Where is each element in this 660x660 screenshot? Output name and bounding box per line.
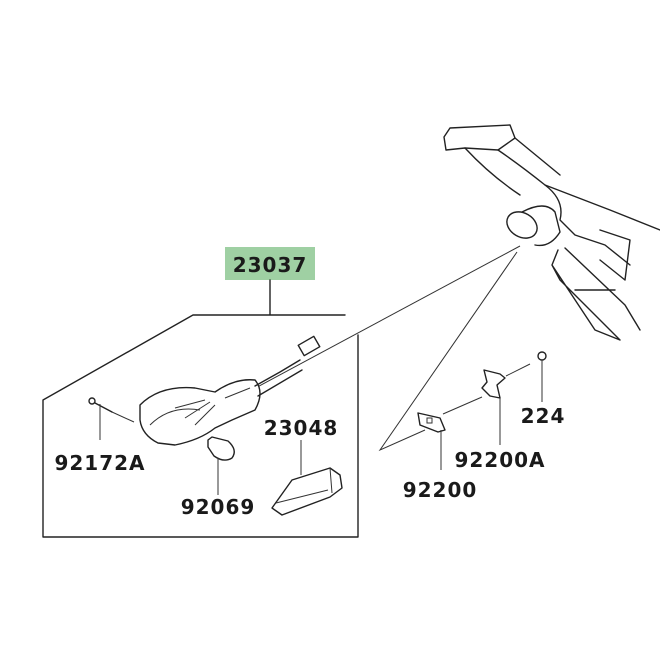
svg-text:23037: 23037 [233, 253, 308, 277]
screw-part [88, 397, 135, 440]
part-label-92172A[interactable]: 92172A [54, 451, 145, 475]
turn-signal-housing [139, 335, 321, 446]
mounting-leader [247, 245, 521, 393]
bulb-part [207, 436, 235, 495]
plate-leader [378, 251, 518, 452]
assembly-bracket [42, 279, 359, 538]
label-highlight [225, 247, 315, 280]
bolt-part [537, 351, 547, 402]
part-label-92069[interactable]: 92069 [181, 495, 256, 519]
part-label-23048[interactable]: 23048 [264, 416, 339, 440]
part-label-23037[interactable]: 23037 [225, 247, 315, 280]
plate-part [417, 396, 483, 470]
motorcycle-frame [443, 124, 660, 341]
part-label-92200A[interactable]: 92200A [454, 448, 545, 472]
lens-part [271, 440, 343, 516]
part-label-224[interactable]: 224 [521, 404, 566, 428]
bracket-part [481, 363, 531, 445]
part-label-92200[interactable]: 92200 [403, 478, 478, 502]
